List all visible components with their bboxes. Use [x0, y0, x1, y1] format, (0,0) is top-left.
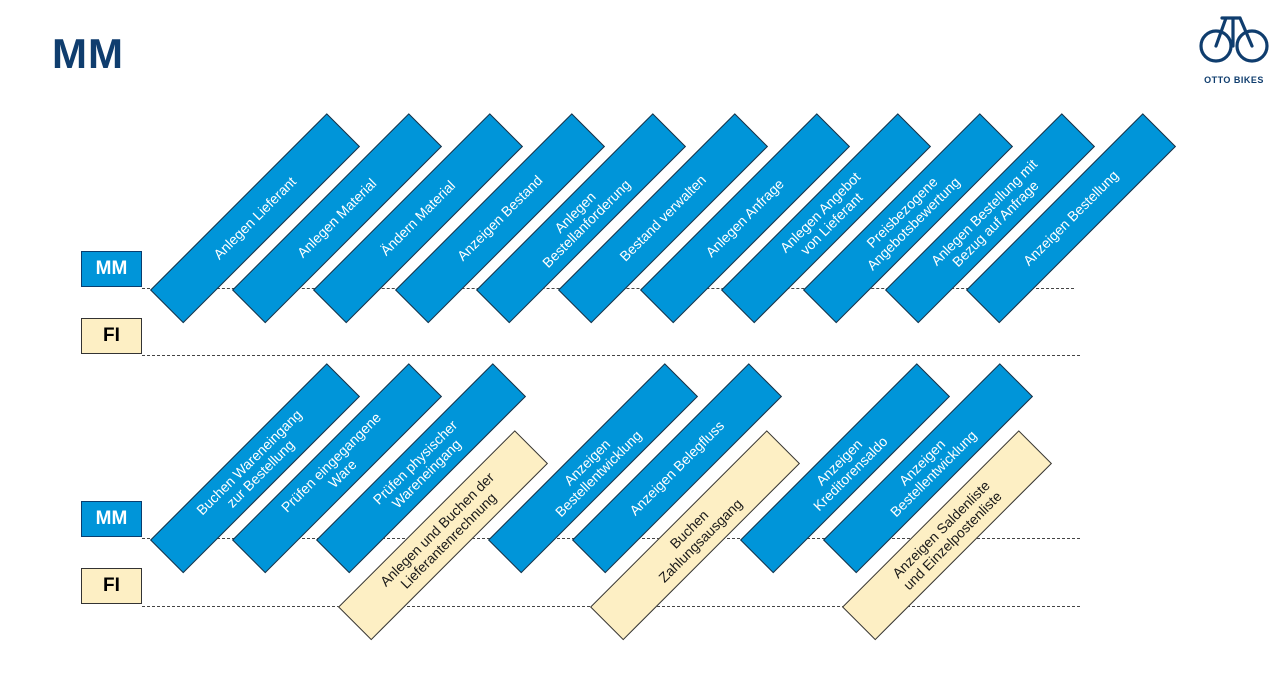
- bicycle-icon: [1199, 16, 1269, 63]
- lane-label-fi: FI: [81, 318, 142, 354]
- logo-text: OTTO BIKES: [1204, 75, 1264, 85]
- lane-label-fi: FI: [81, 568, 142, 604]
- lane-divider-fi: [142, 355, 1080, 356]
- page-title: MM: [52, 30, 124, 77]
- lane-label-mm: MM: [81, 251, 142, 287]
- lane-label-mm: MM: [81, 501, 142, 537]
